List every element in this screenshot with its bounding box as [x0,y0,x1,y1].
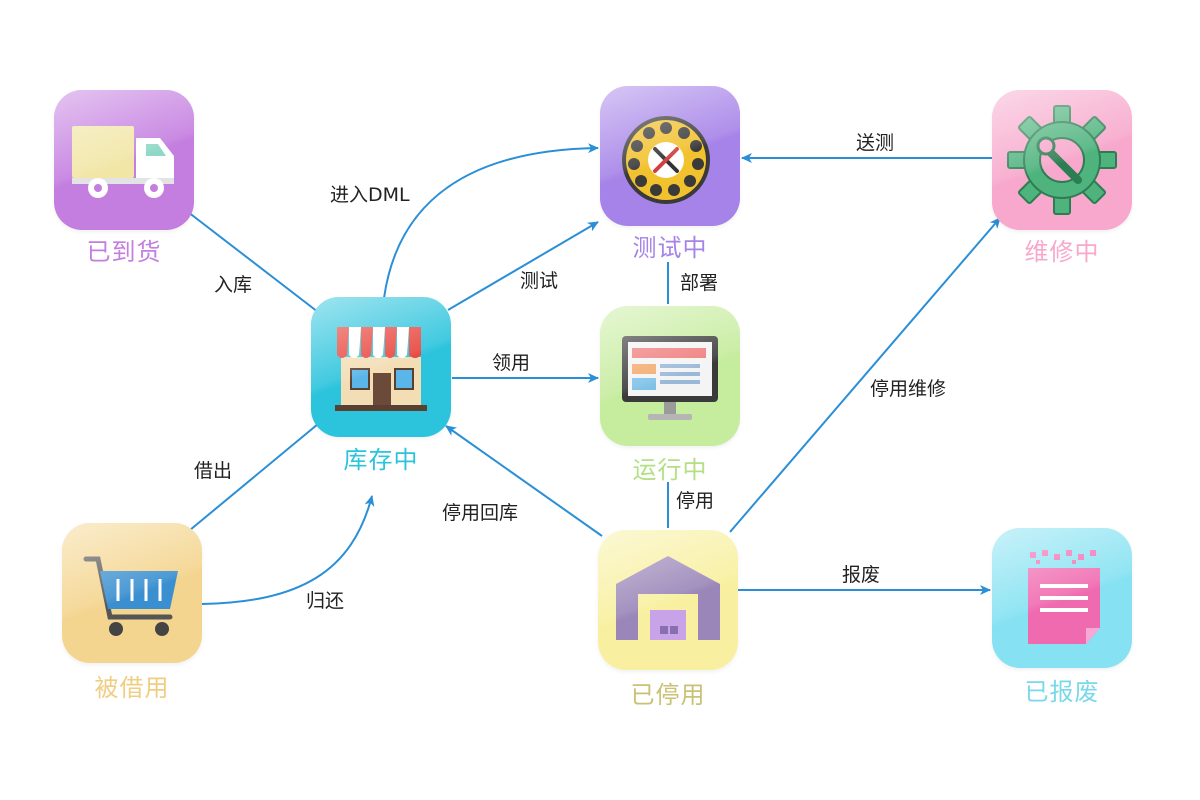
node-running-label: 运行中 [632,456,708,484]
node-stopped-label: 已停用 [630,681,706,709]
node-scrapped[interactable] [992,528,1132,668]
edge-label-stop-return: 停用回库 [442,502,519,524]
node-repair[interactable] [992,90,1132,230]
node-testing-label: 测试中 [632,234,708,262]
edge-label-lend: 借出 [194,460,233,482]
node-stopped[interactable] [598,530,738,670]
node-arrived[interactable] [54,90,194,230]
edge-lend [189,423,319,531]
node-running[interactable] [600,306,740,446]
edge-stop-repair [729,217,1001,533]
node-scrapped-label: 已报废 [1024,678,1100,706]
edge-enter-dml [383,143,599,299]
node-testing[interactable] [600,86,740,226]
edge-label-test: 测试 [520,270,559,292]
node-borrowed-label: 被借用 [94,674,170,702]
edge-label-scrap: 报废 [842,564,881,586]
edge-label-send-test: 送测 [856,132,895,154]
edge-label-enter-dml: 进入DML [330,184,410,206]
edge-label-stop: 停用 [676,490,715,512]
node-repair-label: 维修中 [1024,238,1100,266]
edge-label-stop-repair: 停用维修 [870,378,947,400]
edge-stop-return [445,425,603,537]
edge-label-take-use: 领用 [492,352,531,374]
edge-label-stock-in: 入库 [214,274,253,296]
node-inventory[interactable] [311,297,451,437]
node-arrived-label: 已到货 [86,238,162,266]
node-borrowed[interactable] [62,523,202,663]
edge-test [447,221,599,311]
edge-give-back [201,495,375,605]
edge-label-deploy: 部署 [680,272,719,294]
edge-stock-in [187,211,319,313]
node-inventory-label: 库存中 [343,446,419,474]
edge-label-give-back: 归还 [306,590,345,612]
